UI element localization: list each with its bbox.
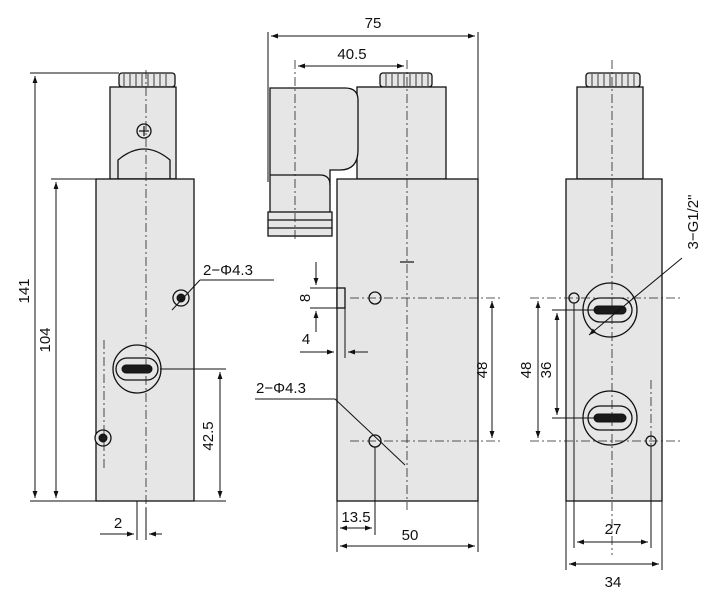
dim-36-label: 36 [538, 362, 555, 379]
left-view-dimensions: 141 104 42.5 2 2−Φ4.3 [16, 72, 274, 540]
dim-141-label: 141 [16, 278, 33, 303]
dim-34-label: 34 [605, 574, 622, 591]
dim-13-5-label: 13.5 [341, 509, 370, 526]
dim-48-right-label: 48 [518, 362, 535, 379]
middle-view-dimensions: 75 40.5 8 4 48 2−Φ4.3 13.5 50 [255, 15, 495, 552]
dim-hole-mid-label: 2−Φ4.3 [256, 380, 306, 397]
dim-40-5-label: 40.5 [337, 46, 366, 63]
thread-label: 3−G1/2" [685, 195, 702, 250]
dim-75-label: 75 [365, 15, 382, 32]
left-side-view [94, 70, 195, 508]
dim-4-label: 4 [302, 331, 310, 348]
right-side-view [530, 60, 680, 555]
right-view-dimensions: 48 36 3−G1/2" 27 34 [518, 195, 702, 591]
dim-hole-left-label: 2−Φ4.3 [203, 262, 253, 279]
dim-50-label: 50 [402, 527, 419, 544]
dim-2-label: 2 [114, 515, 122, 532]
middle-front-view [267, 60, 500, 510]
dim-42-5-label: 42.5 [200, 421, 217, 450]
dim-8-label: 8 [297, 294, 314, 302]
dim-27-label: 27 [605, 521, 622, 538]
dim-48-mid-label: 48 [474, 362, 491, 379]
dim-104-label: 104 [37, 327, 54, 352]
